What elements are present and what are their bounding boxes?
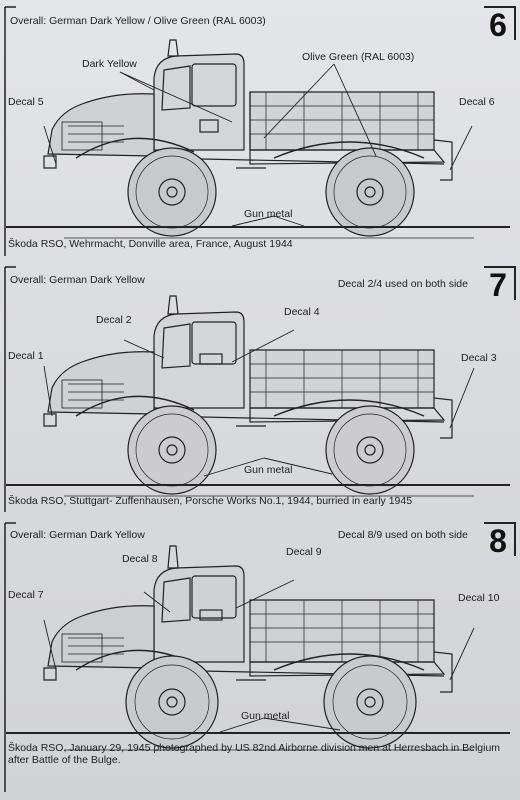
callout-rear: Decal 10 (458, 592, 500, 604)
caption-rule (6, 226, 510, 228)
truck-side-view (43, 39, 474, 239)
truck-side-view (43, 295, 475, 497)
caption-rule (6, 484, 510, 486)
callout-bottom: Gun metal (244, 208, 293, 220)
callout-front: Decal 7 (8, 589, 44, 601)
vehicle-caption: Škoda RSO, January 29, 1945 photographed… (8, 742, 501, 766)
callout-a: Decal 8 (122, 553, 158, 565)
callout-a: Decal 2 (96, 314, 132, 326)
callout-bottom: Gun metal (244, 464, 293, 476)
decal-side-note: Decal 2/4 used on both side (337, 278, 468, 290)
callout-bottom: Gun metal (241, 710, 290, 722)
callout-front: Decal 5 (8, 96, 44, 108)
callout-rear: Decal 6 (459, 96, 495, 108)
decal-side-note: Decal 8/9 used on both side (337, 529, 468, 541)
callout-front: Decal 1 (8, 350, 44, 362)
overall-color-note: Overall: German Dark Yellow (10, 529, 145, 541)
profile-panel-6: 6 Overall: German Dark Yellow / Olive Gr… (4, 6, 516, 258)
callout-b: Olive Green (RAL 6003) (302, 51, 415, 63)
panel-frame (4, 266, 516, 512)
overall-color-note: Overall: German Dark Yellow (10, 274, 145, 286)
callout-b: Decal 4 (284, 306, 320, 318)
callout-b: Decal 9 (286, 546, 322, 558)
panel-frame (4, 6, 516, 256)
panel-frame (4, 522, 516, 792)
profile-panel-7: 7 Overall: German Dark Yellow Decal 2/4 … (4, 266, 516, 514)
callout-a: Dark Yellow (82, 58, 137, 70)
vehicle-caption: Škoda RSO, Stuttgart- Zuffenhausen, Pors… (8, 495, 413, 507)
panel-number: 7 (489, 267, 507, 303)
panel-number: 6 (489, 7, 507, 43)
caption-rule (6, 732, 510, 734)
callout-rear: Decal 3 (461, 352, 497, 364)
overall-color-note: Overall: German Dark Yellow / Olive Gree… (10, 15, 266, 27)
vehicle-caption: Škoda RSO, Wehrmacht, Donville area, Fra… (8, 238, 293, 250)
truck-side-view (43, 545, 475, 751)
panel-number: 8 (489, 523, 507, 559)
profile-panel-8: 8 Overall: German Dark Yellow Decal 8/9 … (4, 522, 516, 794)
